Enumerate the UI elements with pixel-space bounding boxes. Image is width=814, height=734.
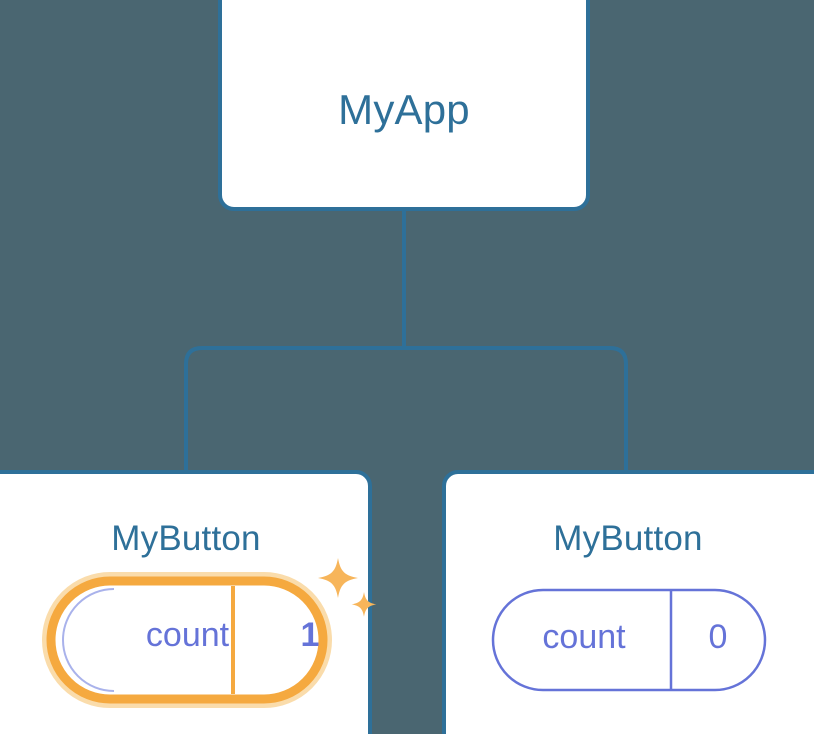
prop-pill-label: count	[542, 618, 626, 656]
prop-pill-border	[491, 588, 767, 692]
prop-pill-label: count	[145, 616, 230, 654]
component-node-title: MyButton	[553, 519, 703, 558]
prop-pill[interactable]: count 0	[484, 580, 774, 700]
sparkle-small-icon	[351, 592, 377, 617]
sparkle-group	[318, 558, 377, 617]
prop-pill-value: 1	[300, 616, 320, 654]
prop-pill-value: 0	[708, 618, 728, 656]
prop-pill-shape	[491, 588, 767, 692]
prop-pill-border	[46, 576, 328, 704]
prop-pill-highlighted[interactable]: count 1	[42, 572, 332, 708]
component-node-title: MyButton	[111, 519, 261, 558]
prop-pill-inner-outline	[62, 588, 115, 692]
connector-branch-left	[184, 346, 404, 474]
sparkle-large-icon	[318, 558, 358, 598]
component-node-title: MyApp	[338, 86, 470, 133]
prop-pill-shape	[42, 572, 332, 708]
component-node-myapp[interactable]: MyApp	[218, 0, 590, 211]
connector-branch-right	[404, 346, 628, 474]
